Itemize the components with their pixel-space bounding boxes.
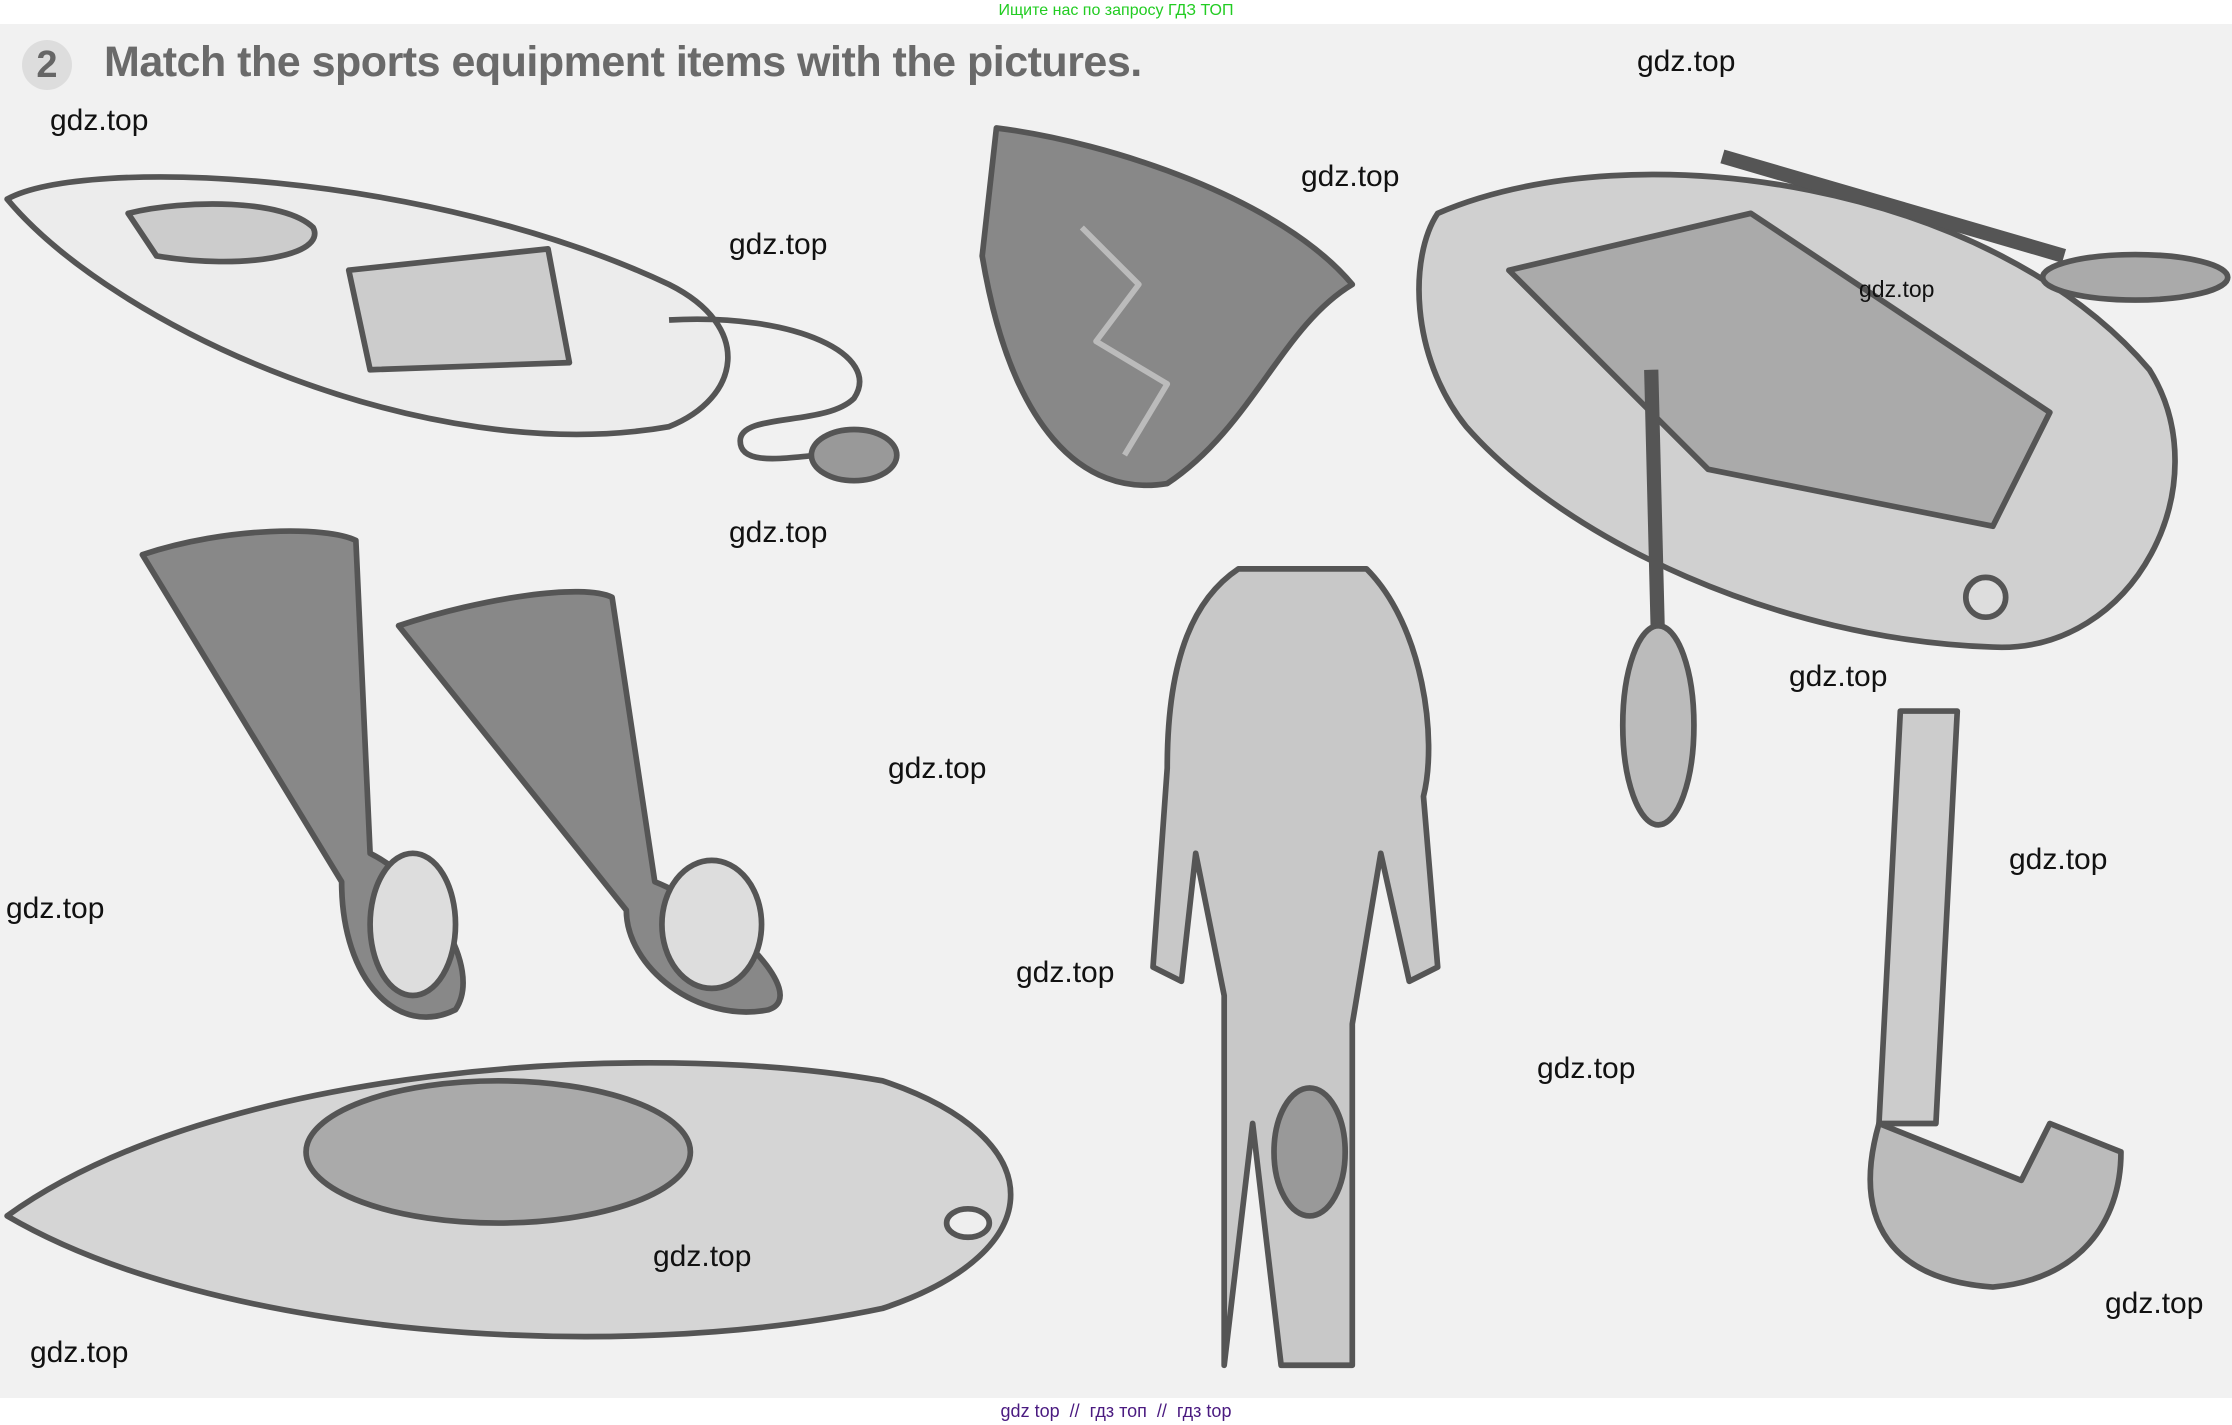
watermark: gdz.top [1537,1052,1636,1085]
watermark: gdz.top [50,104,149,137]
watermark: gdz.top [1859,276,1935,302]
inflatable-boat-picture [1416,149,2231,828]
exercise-title: Match the sports equipment items with th… [104,38,1142,86]
watermark: gdz.top [1016,956,1115,989]
exercise-number: 2 [22,40,72,90]
watermark: gdz.top [2105,1287,2204,1320]
kayak-picture [4,1060,1014,1340]
watermark: gdz.top [1789,660,1888,693]
watermark: gdz.top [653,1240,752,1273]
watermark: gdz.top [1637,45,1736,78]
watermark: gdz.top [6,892,105,925]
watermark: gdz.top [888,752,987,785]
fins-picture [139,528,783,1020]
watermark: gdz.top [2009,843,2108,876]
watermark: gdz.top [1301,160,1400,193]
watermark: gdz.top [729,228,828,261]
watermark: gdz.top [729,516,828,549]
footer-links[interactable]: gdz top // гдз топ // гдз top [1000,1401,1232,1421]
watermark: gdz.top [30,1336,129,1369]
bodyboard-picture [4,174,900,484]
wetsuit-picture [1150,566,1441,1369]
top-banner[interactable]: Ищите нас по запросу ГДЗ ТОП [998,2,1234,19]
neoprene-shoe-picture [979,125,1356,489]
snorkel-picture [1867,708,2124,1290]
